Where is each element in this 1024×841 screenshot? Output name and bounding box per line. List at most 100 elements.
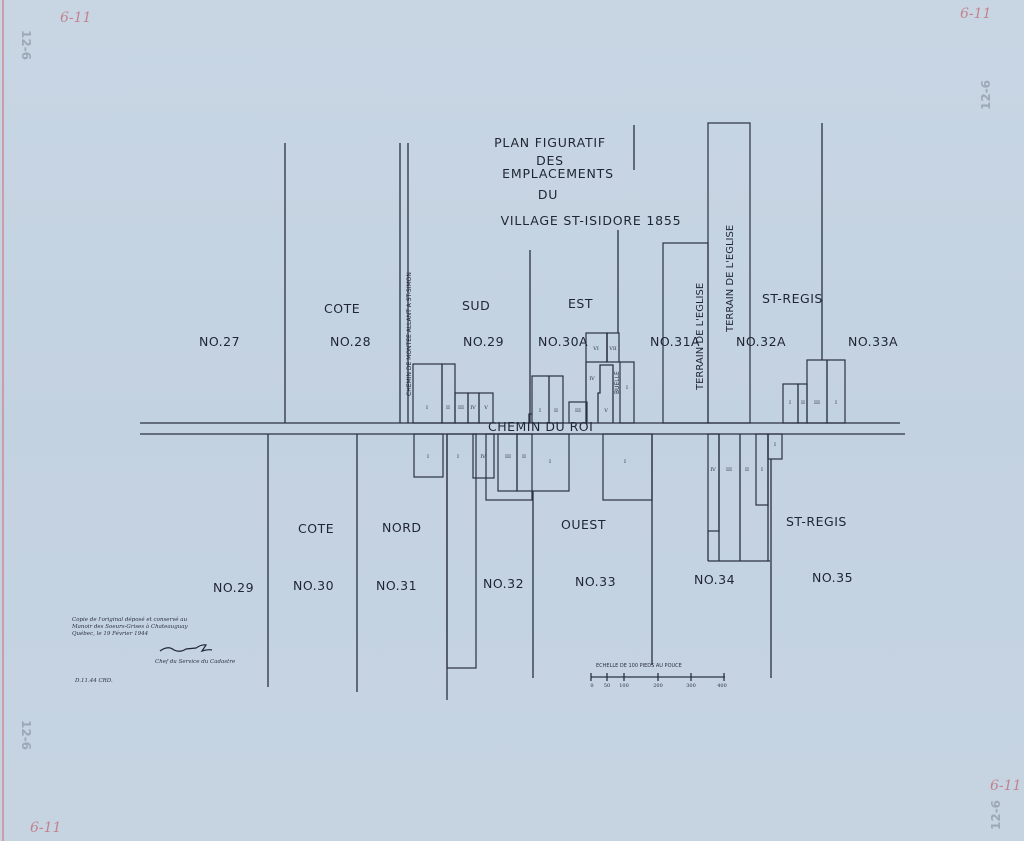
label-north-st-regis: ST-REGIS [762,291,823,306]
label-stamps-number: 12-6 [19,720,33,750]
label-subdivisions-s1-2: IV [480,454,486,460]
label-north-lots-4: NO.31A [650,334,700,349]
lot-parcel [485,433,533,501]
label-subdivisions-n3-4: I [626,385,628,391]
label-scale-ticks-2: 100 [619,683,629,689]
label-stamps-corner-marks-3: 6-11 [990,778,1021,794]
label-subdivisions-s2-2: II [745,467,749,473]
label-subdivisions-s2-1: III [726,467,732,473]
lot-parcel [516,433,570,492]
lot-parcel [606,332,620,363]
label-subdivisions-n3-1: VII [608,346,617,352]
north-subdivisions-2: I II III [528,375,588,424]
map-line [597,364,614,423]
label-south-lots-1: NO.30 [293,578,334,593]
terrain-eglise-label-2: TERRAIN DE L'EGLISE [725,225,736,333]
label-subdivisions-n2-2: III [575,408,581,414]
label-subdivisions-n2-1: II [554,408,558,414]
lot-parcel [602,433,653,501]
label-north-lots-0: NO.27 [199,334,240,349]
lot-parcel [472,433,495,479]
label-south-lots-6: NO.35 [812,570,853,585]
stamp-top-left: 12-6 6-11 [19,10,91,60]
map-line [528,413,532,423]
label-subdivisions-n4-3: I [835,400,837,406]
label-north-lots-1: NO.28 [330,334,371,349]
label-certification-ref: D.11.44 CRD. [74,678,113,684]
south-subdivisions-2: IV III II I I [707,433,783,562]
label-scale-label: ECHELLE DE 100 PIEDS AU POUCE [596,663,682,669]
lot-parcel [619,361,635,424]
label-certification-signature-title: Chef du Service du Cadastre [155,659,236,665]
signature [159,644,213,653]
south-lot-lines [267,434,772,700]
buelle-label: BUELLE [614,371,621,394]
map-title: PLAN FIGURATIF DES EMPLACEMENTS DU VILLA… [494,135,681,228]
north-subdivisions-3: VI VII IV V I [585,332,635,424]
label-subdivisions-n4-1: II [801,400,805,406]
lot-parcel [806,359,828,424]
lot-parcel [441,363,456,424]
label-subdivisions-n4-0: I [789,400,791,406]
label-stamps-number: 12-6 [989,800,1003,830]
label-title-line1: PLAN FIGURATIF [494,135,606,150]
chemin-du-roi-road: CHEMIN DU ROI [140,419,905,435]
label-subdivisions-n1-2: III [458,405,464,411]
lot-parcel [446,433,477,669]
lot-parcel [478,392,494,424]
label-stamps-number: 12-6 [19,30,33,60]
terrain-eglise-label-1: TERRAIN DE L'EGLISE [695,283,706,391]
lot-parcel [826,359,846,424]
label-subdivisions-n1-0: I [426,405,428,411]
label-subdivisions-n3-3: V [603,408,608,414]
label-subdivisions-s1-6: I [624,459,626,465]
label-stamps-number: 12-6 [979,80,993,110]
label-south-nord: NORD [382,520,422,535]
label-subdivisions-s1-3: III [505,454,511,460]
label-north-sud: SUD [462,298,490,313]
label-subdivisions-n2-0: I [539,408,541,414]
label-scale-ticks-5: 400 [717,683,727,689]
lot-parcel [707,122,751,424]
montee-road-label: CHEMIN DE MONTEE ALLANT A ST-SIMON [406,272,413,396]
label-south-st-regis: ST-REGIS [786,514,847,529]
stamp-top-right: 12-6 6-11 [960,6,993,110]
label-south-lots-3: NO.32 [483,576,524,591]
label-subdivisions-s1-1: I [457,454,459,460]
label-north-lots-6: NO.33A [848,334,898,349]
label-south-lots-0: NO.29 [213,580,254,595]
label-subdivisions-s1-4: II [522,454,526,460]
label-south-lots-4: NO.33 [575,574,616,589]
label-subdivisions-n4-2: III [814,400,820,406]
scale-bar: ECHELLE DE 100 PIEDS AU POUCE 0 50 100 2… [590,663,727,689]
lot-parcel [531,375,550,424]
label-south-ouest: OUEST [561,517,606,532]
north-labels: COTE SUD EST ST-REGIS NO.27 NO.28 NO.29 … [199,291,898,349]
lot-parcel [767,433,783,460]
label-title-line4: DU [538,187,558,202]
lot-parcel [497,433,518,492]
north-lot-lines [284,122,823,424]
label-subdivisions-n1-3: IV [470,405,476,411]
lot-parcel [548,375,564,424]
label-north-lots-3: NO.30A [538,334,588,349]
lot-parcel [568,401,588,424]
label-certification-line2: Manoir des Soeurs-Grises à Chateauguay [71,623,189,630]
label-subdivisions-n1-4: V [483,405,488,411]
label-road: CHEMIN DU ROI [488,419,593,434]
label-north-cote: COTE [324,301,360,316]
label-north-est: EST [568,296,593,311]
label-south-cote: COTE [298,521,334,536]
label-stamps-corner-marks-1: 6-11 [960,6,991,22]
lot-parcel [707,433,720,532]
label-south-lots-2: NO.31 [376,578,417,593]
label-title-line3: EMPLACEMENTS [502,166,614,181]
label-scale-ticks-3: 200 [653,683,663,689]
label-title-line5: VILLAGE ST-ISIDORE 1855 [501,213,682,228]
label-subdivisions-s1-0: I [427,454,429,460]
north-subdivisions-1: I II III IV V [412,363,494,424]
label-subdivisions-n1-1: II [446,405,450,411]
label-certification-line3: Québec, le 19 Février 1944 [72,630,149,637]
label-subdivisions-s2-4: I [774,442,776,448]
